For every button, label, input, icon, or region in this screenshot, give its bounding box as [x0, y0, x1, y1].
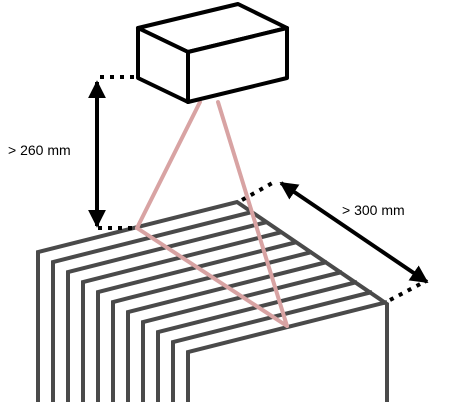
sheet-edge	[96, 240, 298, 402]
camera-sensor-box	[136, 2, 289, 104]
sheet-edge	[111, 250, 313, 402]
sheet-edge	[81, 230, 283, 402]
dimension-extension-lines	[98, 75, 427, 302]
sheet-edge	[36, 199, 389, 402]
sheet-edge	[51, 210, 253, 402]
dimension-arrows	[88, 80, 429, 284]
sheet-edge	[126, 260, 328, 402]
camera-side-face	[136, 26, 190, 104]
laser-line-on-surface	[135, 226, 289, 328]
extension-line-back-corner	[241, 179, 277, 202]
height-clearance-label: > 260 mm	[8, 142, 71, 158]
sheet-edge	[66, 220, 268, 402]
width-coverage-label: > 300 mm	[342, 202, 405, 218]
sheet-edge	[156, 280, 358, 402]
width-dimension-arrow	[279, 181, 429, 284]
sheet-edge	[186, 300, 388, 402]
sheet-edge	[171, 290, 373, 402]
sheet-stack	[36, 199, 389, 402]
laser-beam	[135, 100, 289, 328]
laser-beam-left	[135, 100, 202, 230]
extension-line-front-corner	[389, 279, 427, 302]
laser-beam-right	[216, 100, 289, 328]
